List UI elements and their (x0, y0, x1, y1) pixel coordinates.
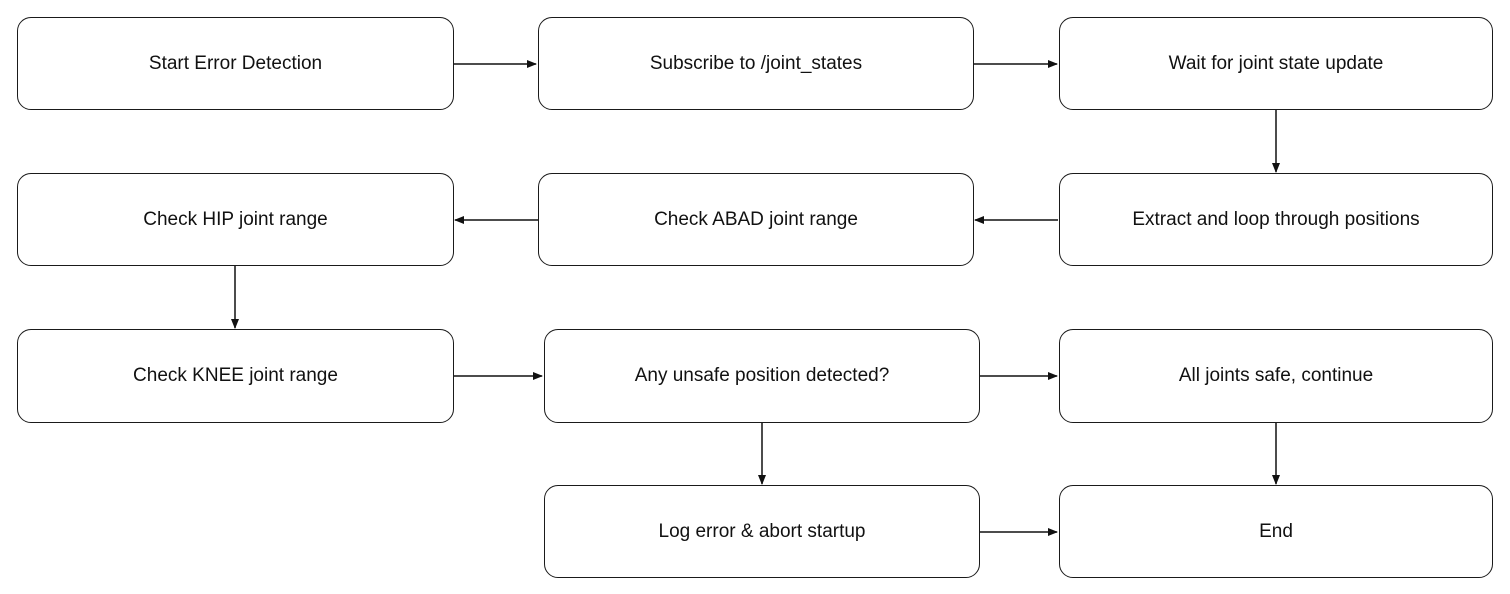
node-start-error-detection: Start Error Detection (17, 17, 454, 110)
node-log-error-abort: Log error & abort startup (544, 485, 980, 578)
node-wait-joint-state-update: Wait for joint state update (1059, 17, 1493, 110)
node-unsafe-position-decision: Any unsafe position detected? (544, 329, 980, 423)
node-extract-loop-positions: Extract and loop through positions (1059, 173, 1493, 266)
node-subscribe-joint-states: Subscribe to /joint_states (538, 17, 974, 110)
node-check-knee-range: Check KNEE joint range (17, 329, 454, 423)
node-check-abad-range: Check ABAD joint range (538, 173, 974, 266)
node-end: End (1059, 485, 1493, 578)
node-check-hip-range: Check HIP joint range (17, 173, 454, 266)
node-all-joints-safe: All joints safe, continue (1059, 329, 1493, 423)
